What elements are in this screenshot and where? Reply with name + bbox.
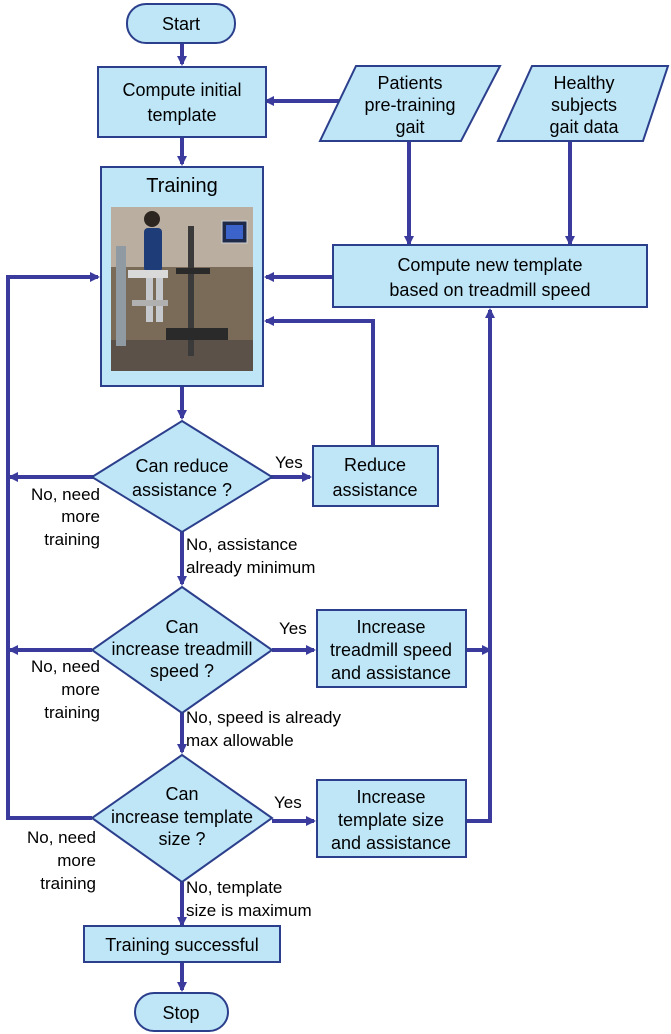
- no-assistance-min-line-2: already minimum: [186, 558, 315, 577]
- no-speed-max-line-1: No, speed is already: [186, 708, 341, 727]
- healthy-line-2: subjects: [551, 95, 617, 115]
- yes-label-speed: Yes: [279, 619, 307, 638]
- can-template-line-1: Can: [165, 784, 198, 804]
- compute-new-line-1: Compute new template: [397, 255, 582, 275]
- compute-new-line-2: based on treadmill speed: [389, 280, 590, 300]
- increase-template-line-3: and assistance: [331, 833, 451, 853]
- can-speed-line-1: Can: [165, 617, 198, 637]
- reduce-line-1: Reduce: [344, 455, 406, 475]
- compute-new-template-node: Compute new template based on treadmill …: [332, 244, 648, 308]
- no-training-label-1-line-3: training: [44, 530, 100, 549]
- edge-reduce-to-training: [264, 316, 375, 446]
- increase-speed-node: Increase treadmill speed and assistance: [316, 609, 467, 688]
- can-reduce-line-2: assistance ?: [132, 480, 232, 500]
- increase-template-line-2: template size: [338, 810, 444, 830]
- increase-template-line-1: Increase: [356, 787, 425, 807]
- healthy-data-node: Healthy subjects gait data: [496, 65, 670, 142]
- training-label: Training: [146, 175, 218, 197]
- no-assistance-min-line-1: No, assistance: [186, 535, 298, 554]
- yes-label-reduce: Yes: [275, 453, 303, 472]
- edge-can-template-no-loop: [6, 272, 100, 820]
- reduce-line-2: assistance: [332, 480, 417, 500]
- increase-speed-line-1: Increase: [356, 617, 425, 637]
- training-photo: [111, 207, 253, 371]
- patients-line-2: pre-training: [364, 95, 455, 115]
- increase-speed-line-3: and assistance: [331, 663, 451, 683]
- compute-initial-line-2: template: [147, 105, 216, 125]
- no-training-label-2-line-3: training: [44, 703, 100, 722]
- can-reduce-line-1: Can reduce: [135, 456, 228, 476]
- no-training-label-3-line-2: more: [57, 851, 96, 870]
- no-training-label-1-line-1: No, need: [31, 485, 100, 504]
- training-node: Training: [100, 166, 264, 387]
- can-template-line-2: increase template: [111, 807, 253, 827]
- can-speed-line-2: increase treadmill: [111, 639, 252, 659]
- healthy-line-3: gait data: [549, 117, 619, 137]
- can-template-line-3: size ?: [158, 829, 205, 849]
- can-increase-template-decision: Can increase template size ?: [90, 753, 274, 884]
- reduce-node: Reduce assistance: [312, 445, 439, 507]
- edges: [6, 42, 575, 992]
- stop-node: Stop: [134, 992, 229, 1032]
- no-training-label-2-line-1: No, need: [31, 657, 100, 676]
- can-reduce-decision: Can reduce assistance ?: [90, 419, 274, 534]
- can-speed-line-3: speed ?: [150, 661, 214, 681]
- edge-template-to-new-template: [466, 308, 495, 823]
- can-increase-speed-decision: Can increase treadmill speed ?: [90, 585, 274, 715]
- patients-data-node: Patients pre-training gait: [318, 65, 502, 142]
- no-training-label-3-line-1: No, need: [27, 828, 96, 847]
- yes-label-template: Yes: [274, 793, 302, 812]
- no-template-max-line-1: No, template: [186, 878, 282, 897]
- compute-initial-line-1: Compute initial: [122, 80, 241, 100]
- edge-labels: Yes Yes Yes No, need more training No, n…: [27, 453, 341, 920]
- training-successful-label: Training successful: [105, 935, 258, 955]
- increase-speed-line-2: treadmill speed: [330, 640, 452, 660]
- start-node: Start: [126, 3, 236, 44]
- patients-line-3: gait: [395, 117, 424, 137]
- no-speed-max-line-2: max allowable: [186, 731, 294, 750]
- training-successful-node: Training successful: [83, 925, 281, 963]
- no-training-label-3-line-3: training: [40, 874, 96, 893]
- patients-line-1: Patients: [377, 73, 442, 93]
- healthy-line-1: Healthy: [553, 73, 614, 93]
- start-label: Start: [162, 14, 200, 34]
- no-template-max-line-2: size is maximum: [186, 901, 312, 920]
- stop-label: Stop: [162, 1003, 199, 1023]
- no-training-label-2-line-2: more: [61, 680, 100, 699]
- no-training-label-1-line-2: more: [61, 507, 100, 526]
- increase-template-node: Increase template size and assistance: [316, 779, 467, 858]
- compute-initial-node: Compute initial template: [97, 66, 267, 138]
